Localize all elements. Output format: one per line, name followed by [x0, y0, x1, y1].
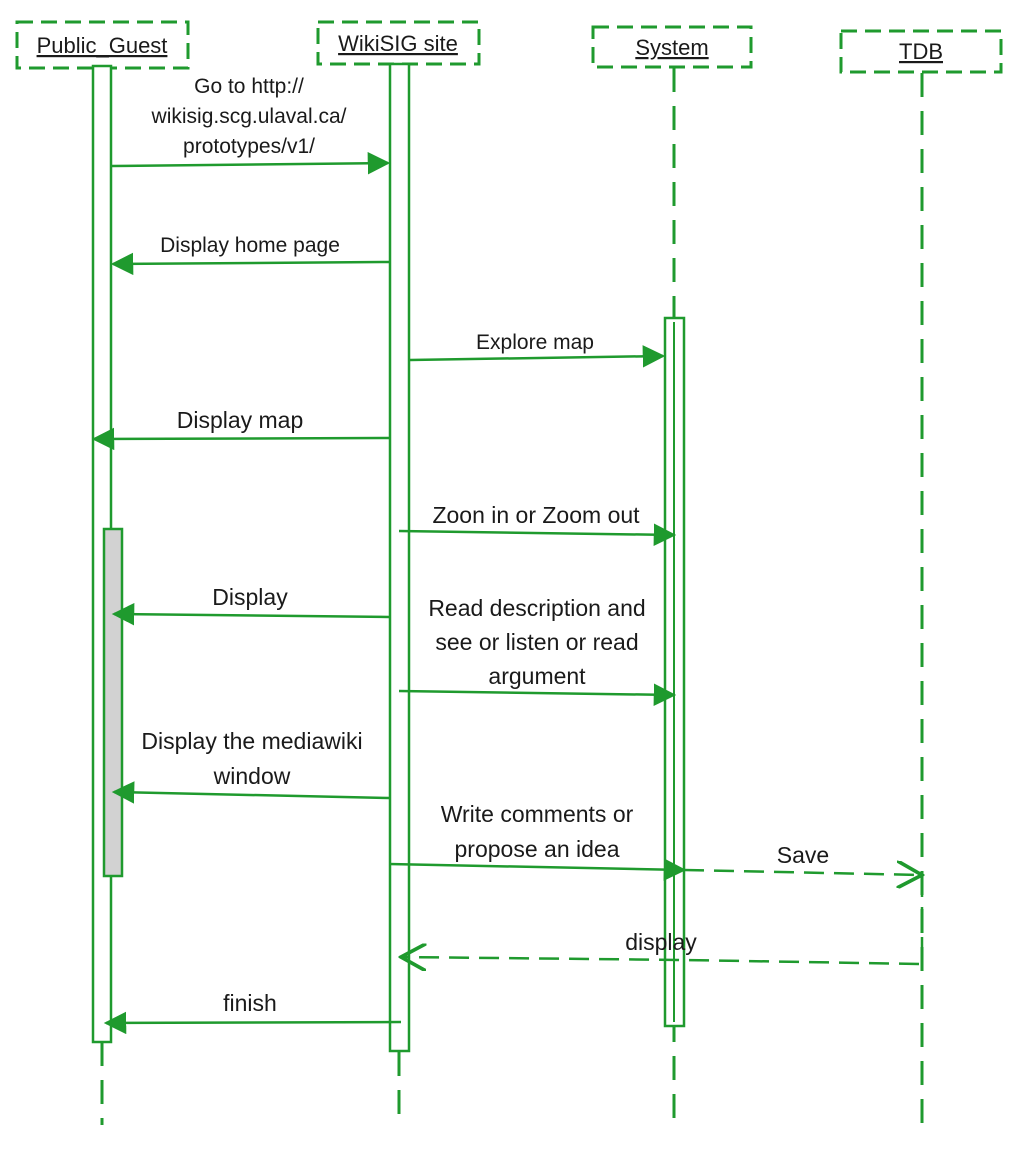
- message-label-line: Go to http://: [194, 75, 304, 98]
- activation-public-guest-nested: [102, 527, 124, 878]
- message-label-line: Display: [212, 584, 288, 610]
- message-label-line: window: [213, 763, 291, 789]
- message-arrow-dashed: [401, 877, 924, 964]
- actor-wikisig-site: WikiSIG site: [316, 20, 481, 66]
- message-read-description: Read description and see or listen or re…: [398, 595, 677, 706]
- message-label-line: display: [625, 929, 697, 955]
- actor-label-wikisig-site: WikiSIG site: [338, 31, 458, 56]
- message-arrow: [111, 781, 390, 804]
- message-label-line: Read description and: [428, 595, 645, 621]
- message-go-to-url: Go to http:// wikisig.scg.ulaval.ca/ pro…: [111, 75, 391, 175]
- actor-tdb: TDB: [839, 29, 1003, 74]
- actor-label-public-guest: Public_Guest: [37, 33, 168, 58]
- message-label-line: see or listen or read: [435, 629, 638, 655]
- message-arrow-dashed: [683, 870, 922, 875]
- message-display: Display: [111, 584, 390, 626]
- actor-label-tdb: TDB: [899, 39, 943, 64]
- message-arrow: [398, 523, 677, 546]
- message-explore-map: Explore map: [409, 331, 666, 368]
- message-label-line: Display the mediawiki: [141, 728, 362, 754]
- actor-public-guest: Public_Guest: [15, 20, 190, 70]
- message-arrow: [110, 252, 390, 276]
- message-arrow: [111, 602, 390, 626]
- message-label-line: Save: [777, 842, 829, 868]
- message-arrow: [398, 683, 677, 706]
- message-label-line: Explore map: [476, 331, 594, 354]
- message-arrow: [388, 858, 687, 881]
- message-display-mediawiki-window: Display the mediawiki window: [111, 728, 390, 804]
- message-arrow: [103, 1011, 402, 1035]
- message-label-line: finish: [223, 990, 277, 1016]
- message-zoom: Zoon in or Zoom out: [398, 502, 677, 546]
- message-label-line: Display home page: [160, 234, 340, 257]
- message-label-line: Display map: [177, 407, 304, 433]
- message-display-return: display: [401, 877, 924, 964]
- message-arrow: [91, 427, 390, 451]
- message-label-line: argument: [488, 663, 586, 689]
- message-arrow: [111, 151, 391, 175]
- message-label-line: Zoon in or Zoom out: [432, 502, 640, 528]
- activation-wikisig-site: [388, 62, 411, 1053]
- actor-label-system: System: [635, 35, 708, 60]
- message-label-line: wikisig.scg.ulaval.ca/: [151, 105, 347, 128]
- message-display-home-page: Display home page: [110, 234, 390, 276]
- actor-system: System: [591, 25, 753, 69]
- message-arrow: [409, 345, 666, 368]
- message-finish: finish: [103, 990, 402, 1035]
- message-label-line: propose an idea: [455, 836, 620, 862]
- message-save: Save: [683, 842, 922, 875]
- message-display-map: Display map: [91, 407, 390, 451]
- message-write-comments: Write comments or propose an idea: [388, 801, 687, 881]
- message-label-line: prototypes/v1/: [183, 135, 315, 158]
- message-label-line: Write comments or: [441, 801, 634, 827]
